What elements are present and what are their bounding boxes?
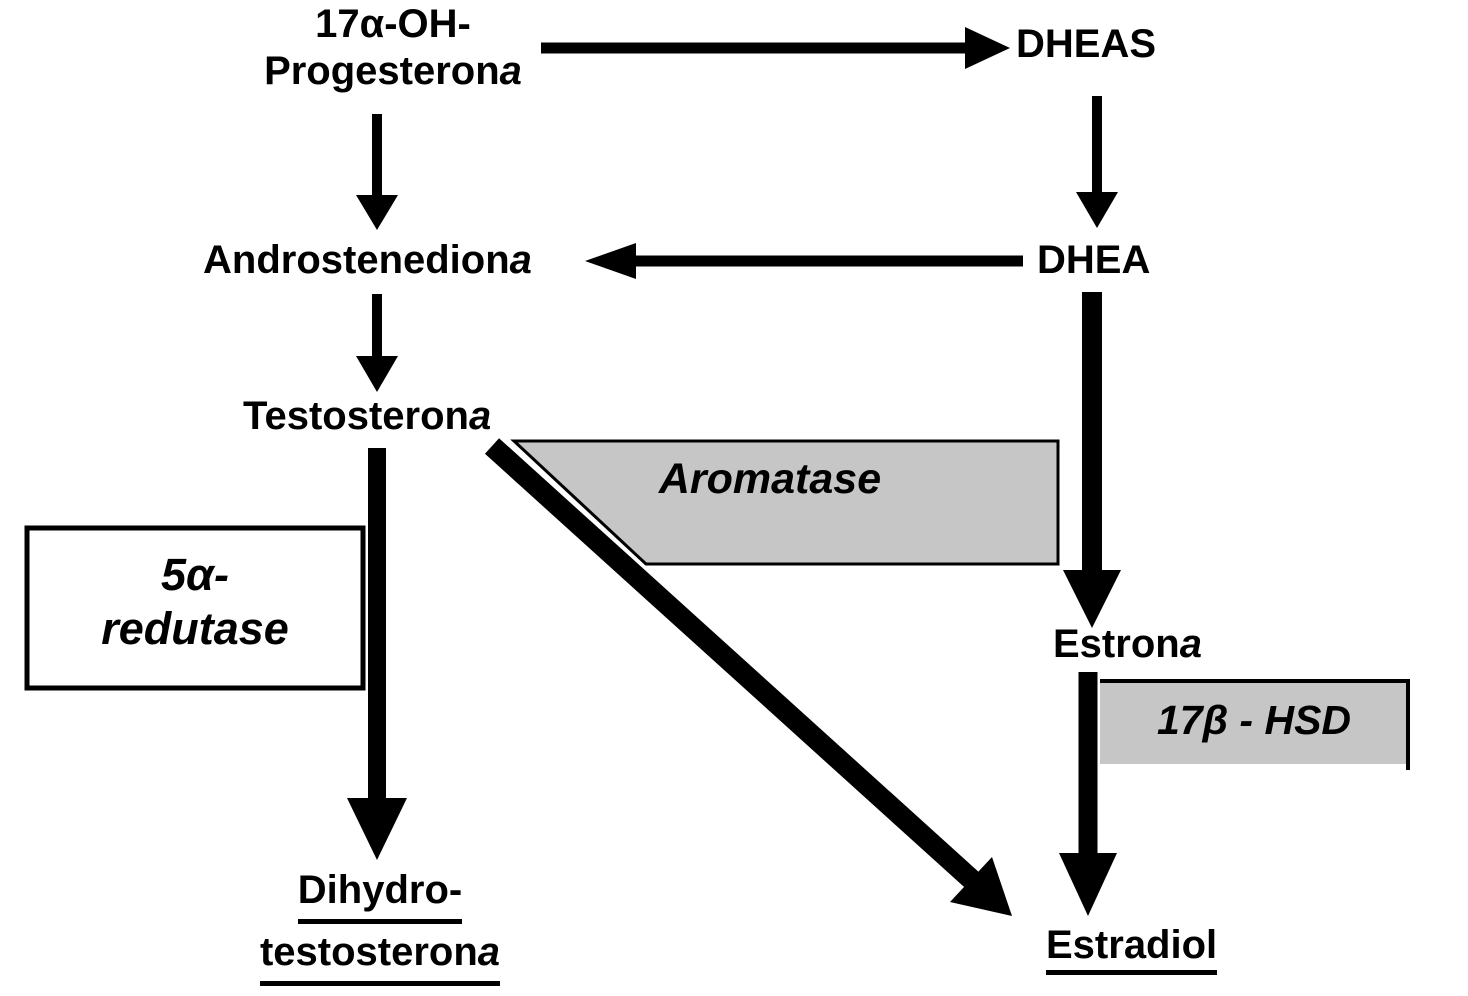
label-main: Estron [1053,622,1180,666]
label-main: Testosteron [243,394,469,438]
label-line2: Progesterona [228,48,558,95]
label-line2: testosterona [230,924,530,986]
node-dihydrotestosterona: Dihydro- testosterona [230,862,530,986]
arrow-p17ohp-to-androstenediona [356,114,398,230]
label-suffix: a [1179,622,1202,666]
node-estrona: Estrona [1053,621,1202,668]
hsd-box [1100,680,1408,764]
label-line1: Dihydro- [230,862,530,924]
node-testosterona: Testosterona [243,393,491,440]
label-suffix: a [468,394,492,438]
arrow-dhea-to-estrona [1063,292,1121,628]
label-suffix: a [499,49,522,93]
label-line1: 5α- [161,549,229,600]
underlined-text: Dihydro- [297,862,463,924]
node-dheas: DHEAS [1016,22,1157,66]
underlined-text: testosterona [259,924,501,986]
enzyme-5a-redutase: 5α- redutase [27,548,363,656]
hsd-box-border [1100,679,1410,770]
arrow-p17ohp-to-dheas [541,27,1010,69]
label-line1: 17α-OH- [315,2,471,46]
label-line2: redutase [101,603,289,654]
underlined-text: Estradiol [1046,922,1218,975]
label-main: Progesteron [264,49,500,93]
arrow-estrona-to-estradiol [1059,672,1117,916]
arrow-dhea-to-androstenediona [585,243,1023,279]
label-suffix: a [477,930,501,974]
node-androstenediona: Androstenediona [203,237,532,284]
arrow-androstenediona-to-testosterona [356,294,398,392]
label-suffix: a [509,238,532,282]
arrow-testosterona-to-dht [347,448,407,860]
arrow-testosterona-to-estradiol [484,438,1012,916]
node-estradiol: Estradiol [1046,922,1218,975]
label-main: Androstenedion [203,238,510,282]
enzyme-aromatase: Aromatase [658,455,882,503]
node-17a-oh-progesterona: 17α-OH- Progesterona [228,1,558,95]
reductase-box [24,525,366,691]
enzyme-17b-hsd: 17β - HSD [1156,697,1352,743]
label-main: testosteron [259,930,478,974]
node-dhea: DHEA [1037,238,1151,282]
aromatase-box [510,439,1060,566]
arrow-dheas-to-dhea [1076,96,1118,228]
